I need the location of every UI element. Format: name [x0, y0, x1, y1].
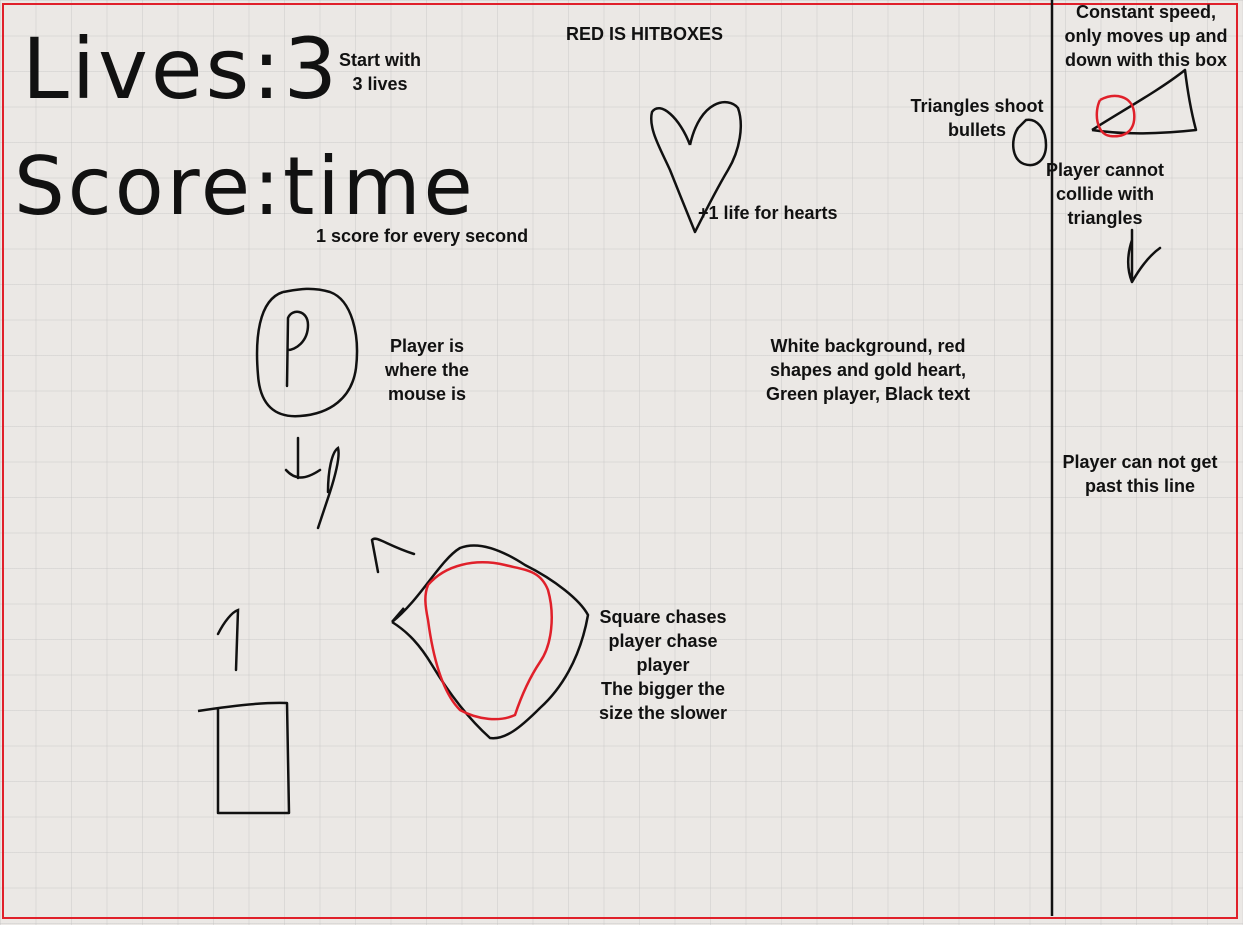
- triangle-shoot-note: Triangles shoot bullets: [904, 94, 1050, 142]
- note-line: down with this box: [1065, 50, 1227, 70]
- chaser-hitbox-sketch: [424, 561, 553, 721]
- note-line: 3 lives: [352, 74, 408, 94]
- note-line: shapes and gold heart,: [769, 360, 967, 380]
- player-rule-note: Player is where the mouse is: [378, 334, 476, 406]
- note-line: past this line: [1084, 476, 1196, 496]
- down-arrow-sketch: [284, 436, 340, 530]
- note-line: Player cannot: [1045, 160, 1165, 180]
- note-line: bullets: [947, 120, 1006, 140]
- note-line: Triangles shoot: [910, 96, 1044, 116]
- note-line: where the: [384, 360, 470, 380]
- triangle-hitbox-sketch: [1095, 94, 1136, 138]
- note-line: White background, red: [770, 336, 966, 356]
- player-circle-sketch: [255, 287, 359, 418]
- no-collide-note: Player cannot collide with triangles: [1040, 158, 1170, 230]
- note-line: Start with: [338, 50, 421, 70]
- triangle-speed-note: Constant speed, only moves up and down w…: [1058, 0, 1234, 72]
- note-line: Player is: [389, 336, 465, 356]
- note-line: mouse is: [387, 384, 467, 404]
- note-line: only moves up and: [1064, 26, 1228, 46]
- lives-handwriting: Lives:3: [22, 20, 341, 118]
- note-line: Constant speed,: [1075, 2, 1217, 22]
- heart-rule-note: +1 life for hearts: [698, 203, 838, 223]
- heart-sketch: [649, 100, 742, 234]
- note-line: player: [636, 655, 690, 675]
- bullet-sketch: [1011, 118, 1048, 167]
- rectangle-sketch: [197, 701, 291, 815]
- triangle-move-arrow: [1127, 228, 1162, 284]
- chaser-shape-sketch: [391, 544, 590, 740]
- note-line: player chase: [608, 631, 718, 651]
- square-rule-note: Square chases player chase player The bi…: [594, 605, 732, 725]
- start-lives-note: Start with 3 lives: [334, 48, 426, 96]
- note-line: collide with: [1055, 184, 1154, 204]
- line-rule-note: Player can not get past this line: [1054, 450, 1226, 498]
- small-arrow-sketch: [370, 537, 416, 574]
- note-line: Square chases: [599, 607, 727, 627]
- triangle-sketch: [1091, 68, 1198, 135]
- score-handwriting: Score:time: [14, 140, 476, 233]
- note-line: The bigger the: [600, 679, 725, 699]
- note-line: Player can not get: [1062, 452, 1218, 472]
- note-line: size the slower: [598, 703, 728, 723]
- colors-rule-note: White background, red shapes and gold he…: [760, 334, 976, 406]
- player-letter-sketch: [285, 310, 310, 388]
- note-line: triangles: [1067, 208, 1143, 228]
- red-hitbox-note: RED IS HITBOXES: [566, 24, 724, 44]
- up-arrow-sketch: [216, 608, 240, 672]
- note-line: Green player, Black text: [765, 384, 971, 404]
- score-rule-note: 1 score for every second: [316, 226, 529, 246]
- canvas-hitbox-frame: [2, 3, 1238, 919]
